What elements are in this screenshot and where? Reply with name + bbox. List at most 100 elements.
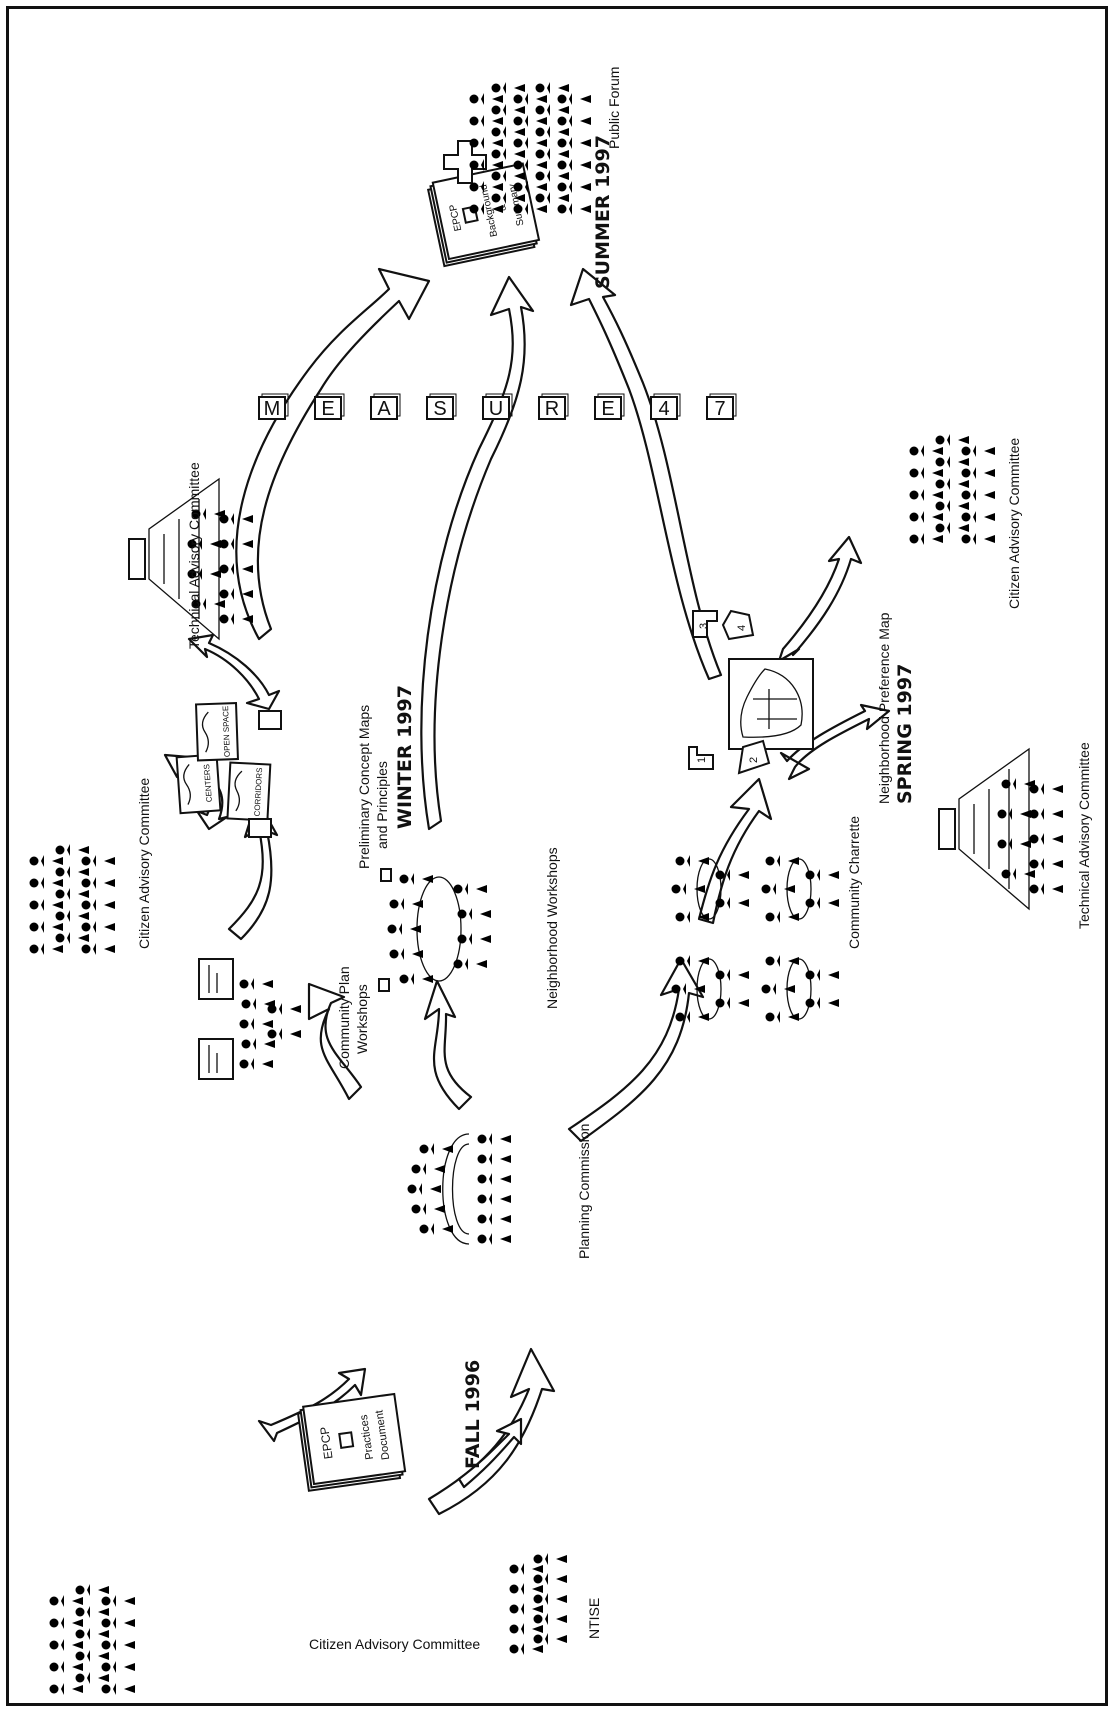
label-ntise: NTISE [586, 1598, 602, 1639]
person-icon [101, 1683, 135, 1695]
measure-letter: 4 [658, 398, 669, 420]
person-icon [101, 1595, 135, 1607]
community-charrette-icon [671, 855, 839, 1023]
person-icon [557, 115, 591, 127]
person-icon [513, 115, 547, 127]
person-icon [533, 1553, 567, 1565]
person-icon [29, 899, 63, 911]
person-icon [557, 203, 591, 215]
double-arrow-fall-ntise [457, 1417, 523, 1489]
label-community-plan-2: Workshops [354, 984, 370, 1054]
season-spring: SPRING 1997 [894, 664, 916, 804]
person-icon [49, 1661, 83, 1673]
measure-letter-box: E [314, 393, 345, 420]
concept-sign-1: CENTERS [202, 764, 214, 803]
book-fall-line1: EPCP [317, 1426, 335, 1460]
person-icon [29, 855, 63, 867]
season-summer: SUMMER 1997 [592, 135, 614, 289]
label-community-plan-1: Community Plan [336, 966, 352, 1069]
measure-letter: A [377, 398, 391, 420]
measure-letter-box: E [594, 393, 625, 420]
person-icon [535, 104, 569, 116]
person-icon [513, 159, 547, 171]
arrow-planning-to-charrette [567, 957, 705, 1143]
label-public-forum: Public Forum [606, 67, 622, 149]
svg-text:2: 2 [748, 757, 760, 763]
arrow-prelim-to-summer [235, 267, 431, 641]
double-arrow-map-cac [777, 535, 863, 663]
label-cac-winter: Citizen Advisory Committee [136, 778, 152, 949]
person-icon [29, 921, 63, 933]
person-icon [935, 456, 969, 468]
measure-letter: E [321, 398, 334, 420]
person-icon [55, 910, 89, 922]
person-icon [557, 159, 591, 171]
person-icon [557, 181, 591, 193]
neighborhood-preference-map-icon: 1 2 3 4 [688, 609, 814, 775]
person-icon [491, 148, 525, 160]
person-icon [81, 899, 115, 911]
person-icon [55, 932, 89, 944]
person-icon [509, 1583, 543, 1595]
person-icon [469, 137, 503, 149]
person-icon [55, 844, 89, 856]
person-icon [101, 1661, 135, 1673]
person-icon [961, 489, 995, 501]
measure-letter: E [601, 398, 614, 420]
svg-text:4: 4 [736, 625, 748, 631]
person-icon [513, 181, 547, 193]
svg-text:1: 1 [696, 757, 708, 763]
preliminary-concept-maps-icon: CENTERS CORRIDORS OPEN SPACE [175, 702, 282, 838]
person-icon [935, 522, 969, 534]
person-icon [75, 1672, 109, 1684]
person-icon [469, 115, 503, 127]
person-icon [509, 1643, 543, 1655]
person-icon [535, 126, 569, 138]
citizen-advisory-groups [29, 434, 995, 1695]
arrow-fall-to-planning [427, 1347, 556, 1516]
person-icon [101, 1617, 135, 1629]
measure-letter-box: U [482, 393, 513, 420]
season-winter: WINTER 1997 [394, 685, 416, 829]
person-icon [961, 467, 995, 479]
measure-letter-box: M [258, 393, 289, 420]
person-icon [29, 943, 63, 955]
measure-letter-box: R [538, 393, 569, 420]
parcel-3: 3 [692, 610, 718, 638]
person-icon [533, 1593, 567, 1605]
person-icon [513, 93, 547, 105]
person-icon [961, 445, 995, 457]
tac-top-icon [128, 477, 253, 641]
person-icon [55, 888, 89, 900]
cac-spring-icon [909, 434, 995, 545]
neighborhood-workshops-icon [378, 868, 491, 992]
measure-letter-box: 7 [706, 393, 737, 420]
person-icon [49, 1683, 83, 1695]
person-icon [55, 866, 89, 878]
person-icon [533, 1613, 567, 1625]
measure-letter: 7 [714, 398, 725, 420]
person-icon [75, 1628, 109, 1640]
parcel-4: 4 [721, 609, 755, 641]
person-icon [491, 104, 525, 116]
person-icon [535, 170, 569, 182]
measure-letter-box: S [426, 393, 457, 420]
double-arrow-prelim-tac [187, 633, 281, 711]
person-icon [29, 877, 63, 889]
measure-letter: S [433, 398, 446, 420]
concept-sign-3: OPEN SPACE [221, 706, 232, 758]
person-icon [491, 126, 525, 138]
book-summer-icon: EPCP Background & Summary [426, 162, 541, 268]
measure-47-letters: M E A S U R E 4 7 [258, 393, 737, 420]
person-icon [961, 511, 995, 523]
arrow-charrette-to-map [697, 777, 773, 925]
measure-letter: R [545, 398, 559, 420]
person-icon [75, 1650, 109, 1662]
season-fall: FALL 1996 [462, 1360, 484, 1469]
svg-text:3: 3 [698, 623, 710, 629]
person-icon [909, 533, 943, 545]
arrow-planning-to-nw [423, 979, 473, 1111]
